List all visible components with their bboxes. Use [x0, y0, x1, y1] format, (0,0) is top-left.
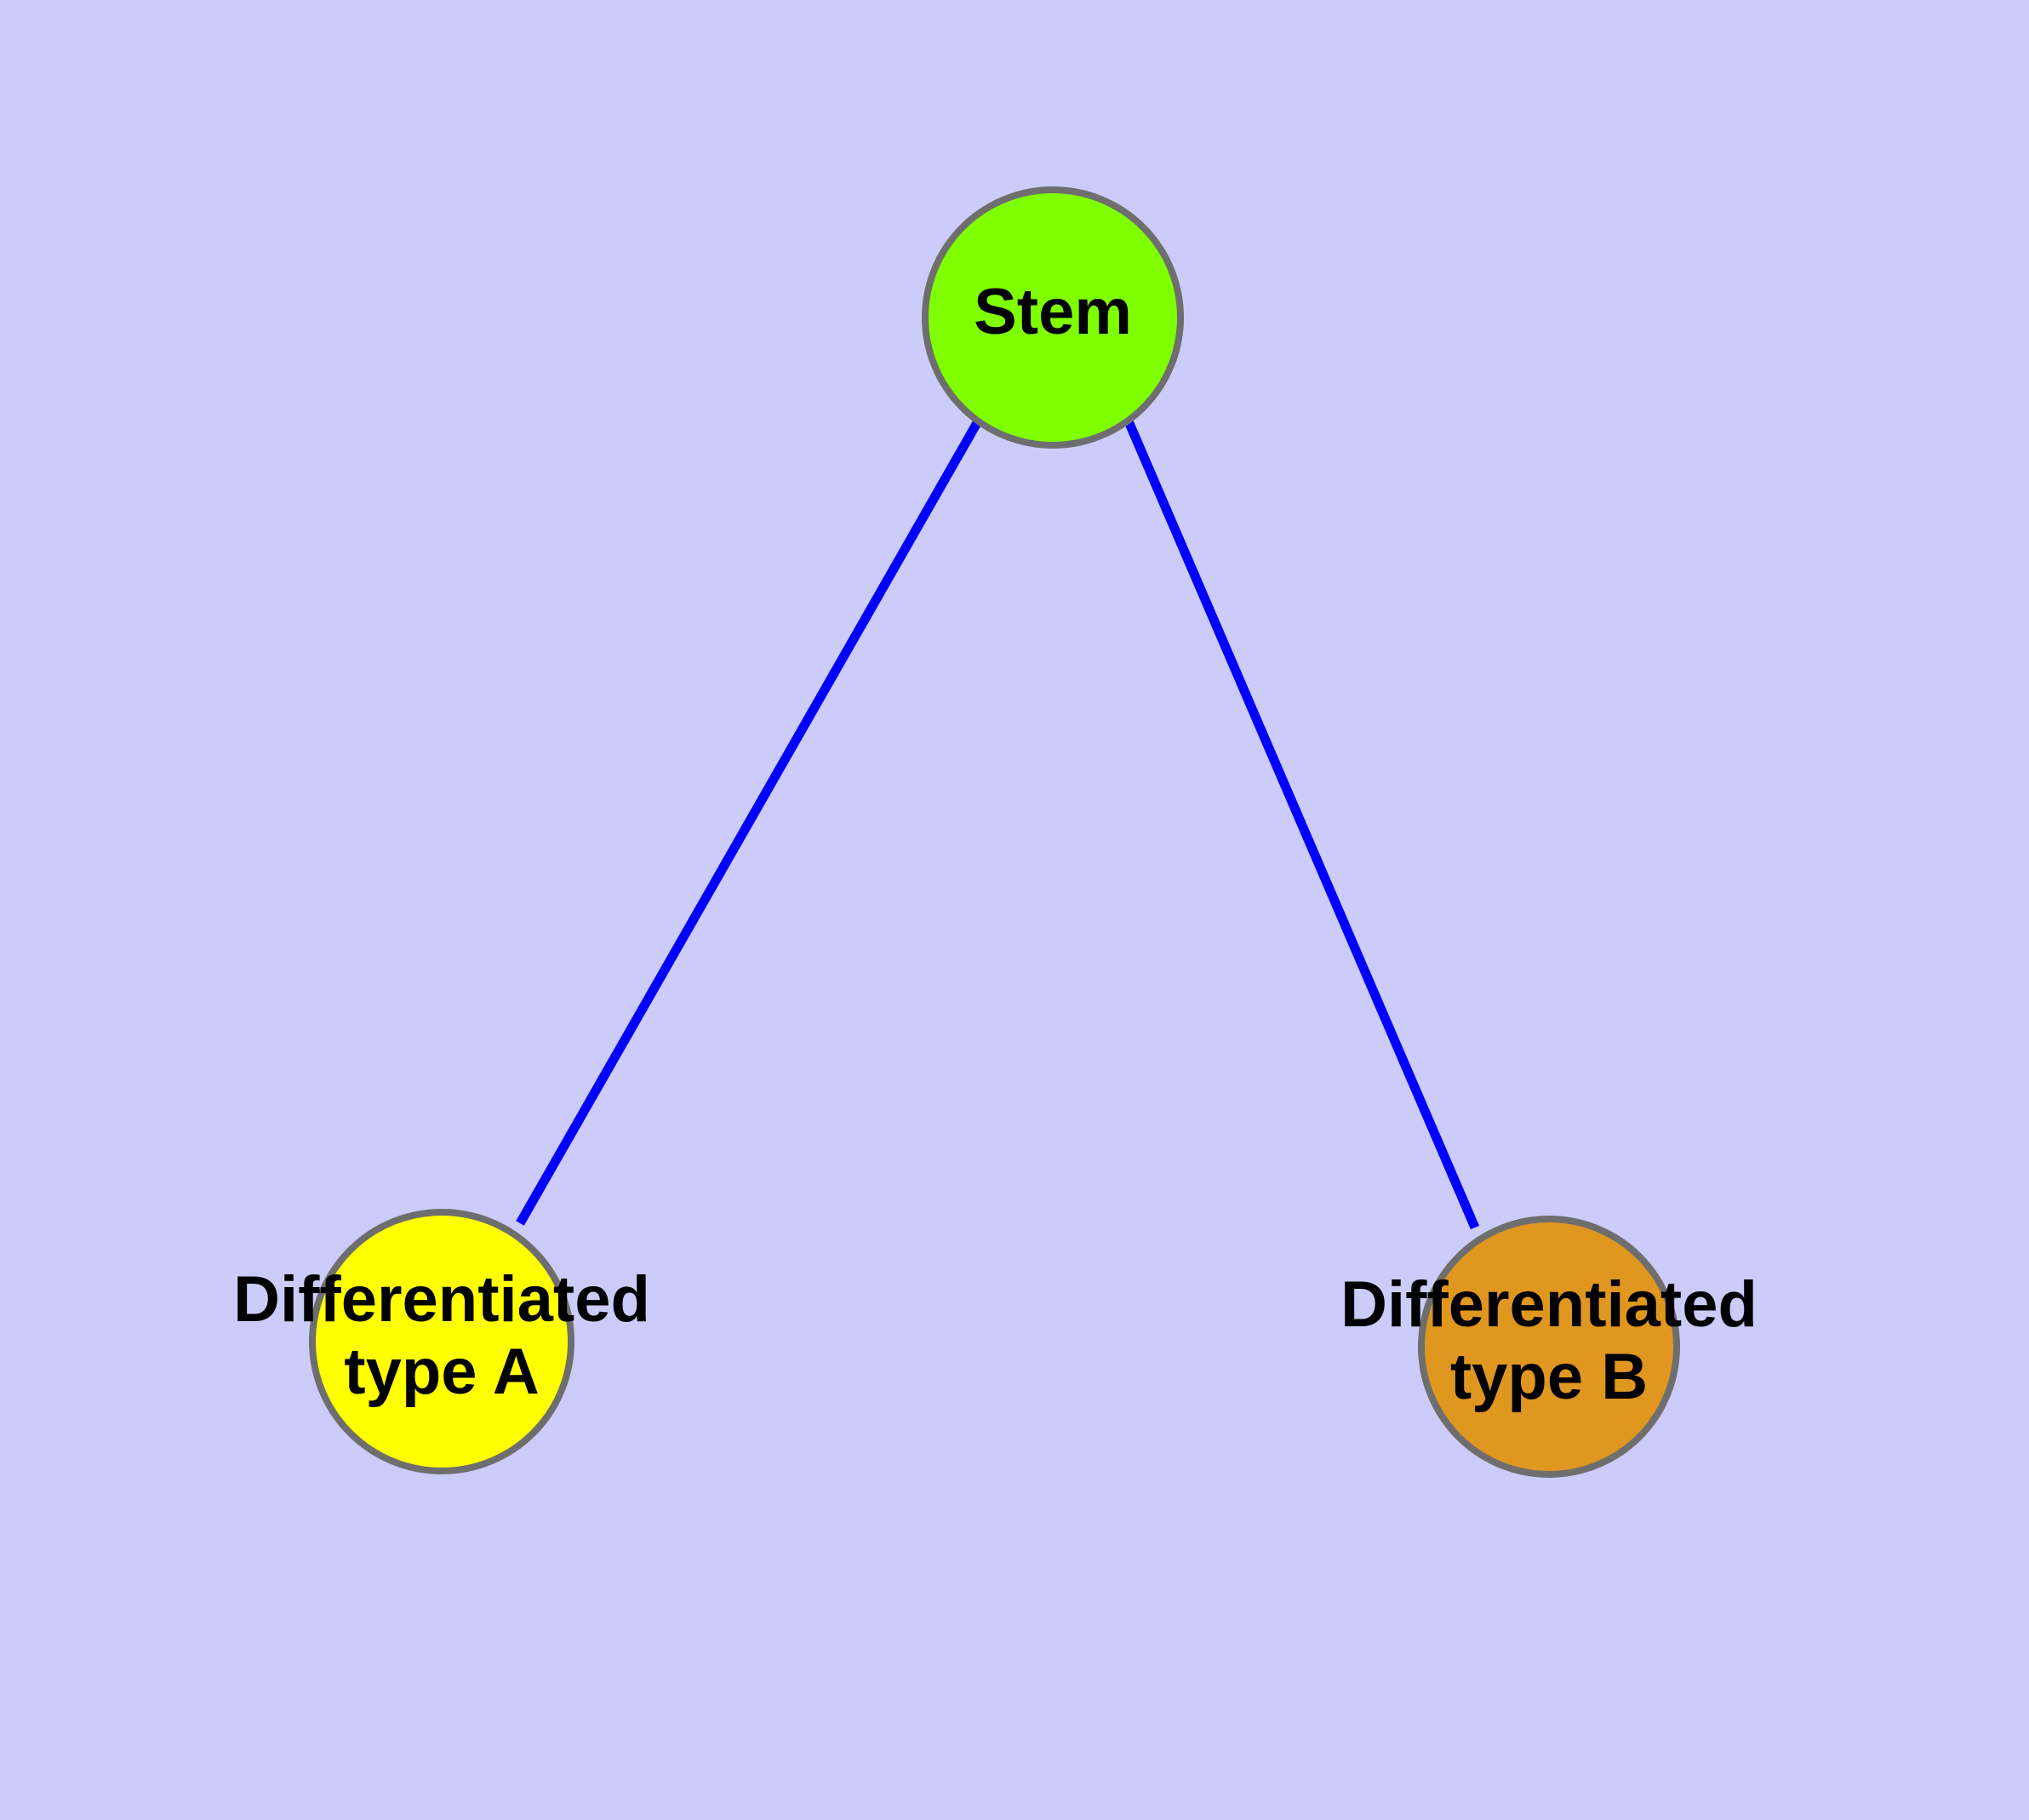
node-differentiated-type-a[interactable] [309, 1209, 574, 1474]
node-layer [309, 186, 1680, 1478]
edge-stem-to-differentiated-type-b[interactable] [1123, 419, 1480, 1230]
node-differentiated-type-b[interactable] [1418, 1216, 1680, 1478]
node-stem[interactable] [922, 186, 1184, 449]
edge-stem-to-differentiated-type-a[interactable] [516, 419, 982, 1226]
edge-layer [516, 419, 1480, 1230]
